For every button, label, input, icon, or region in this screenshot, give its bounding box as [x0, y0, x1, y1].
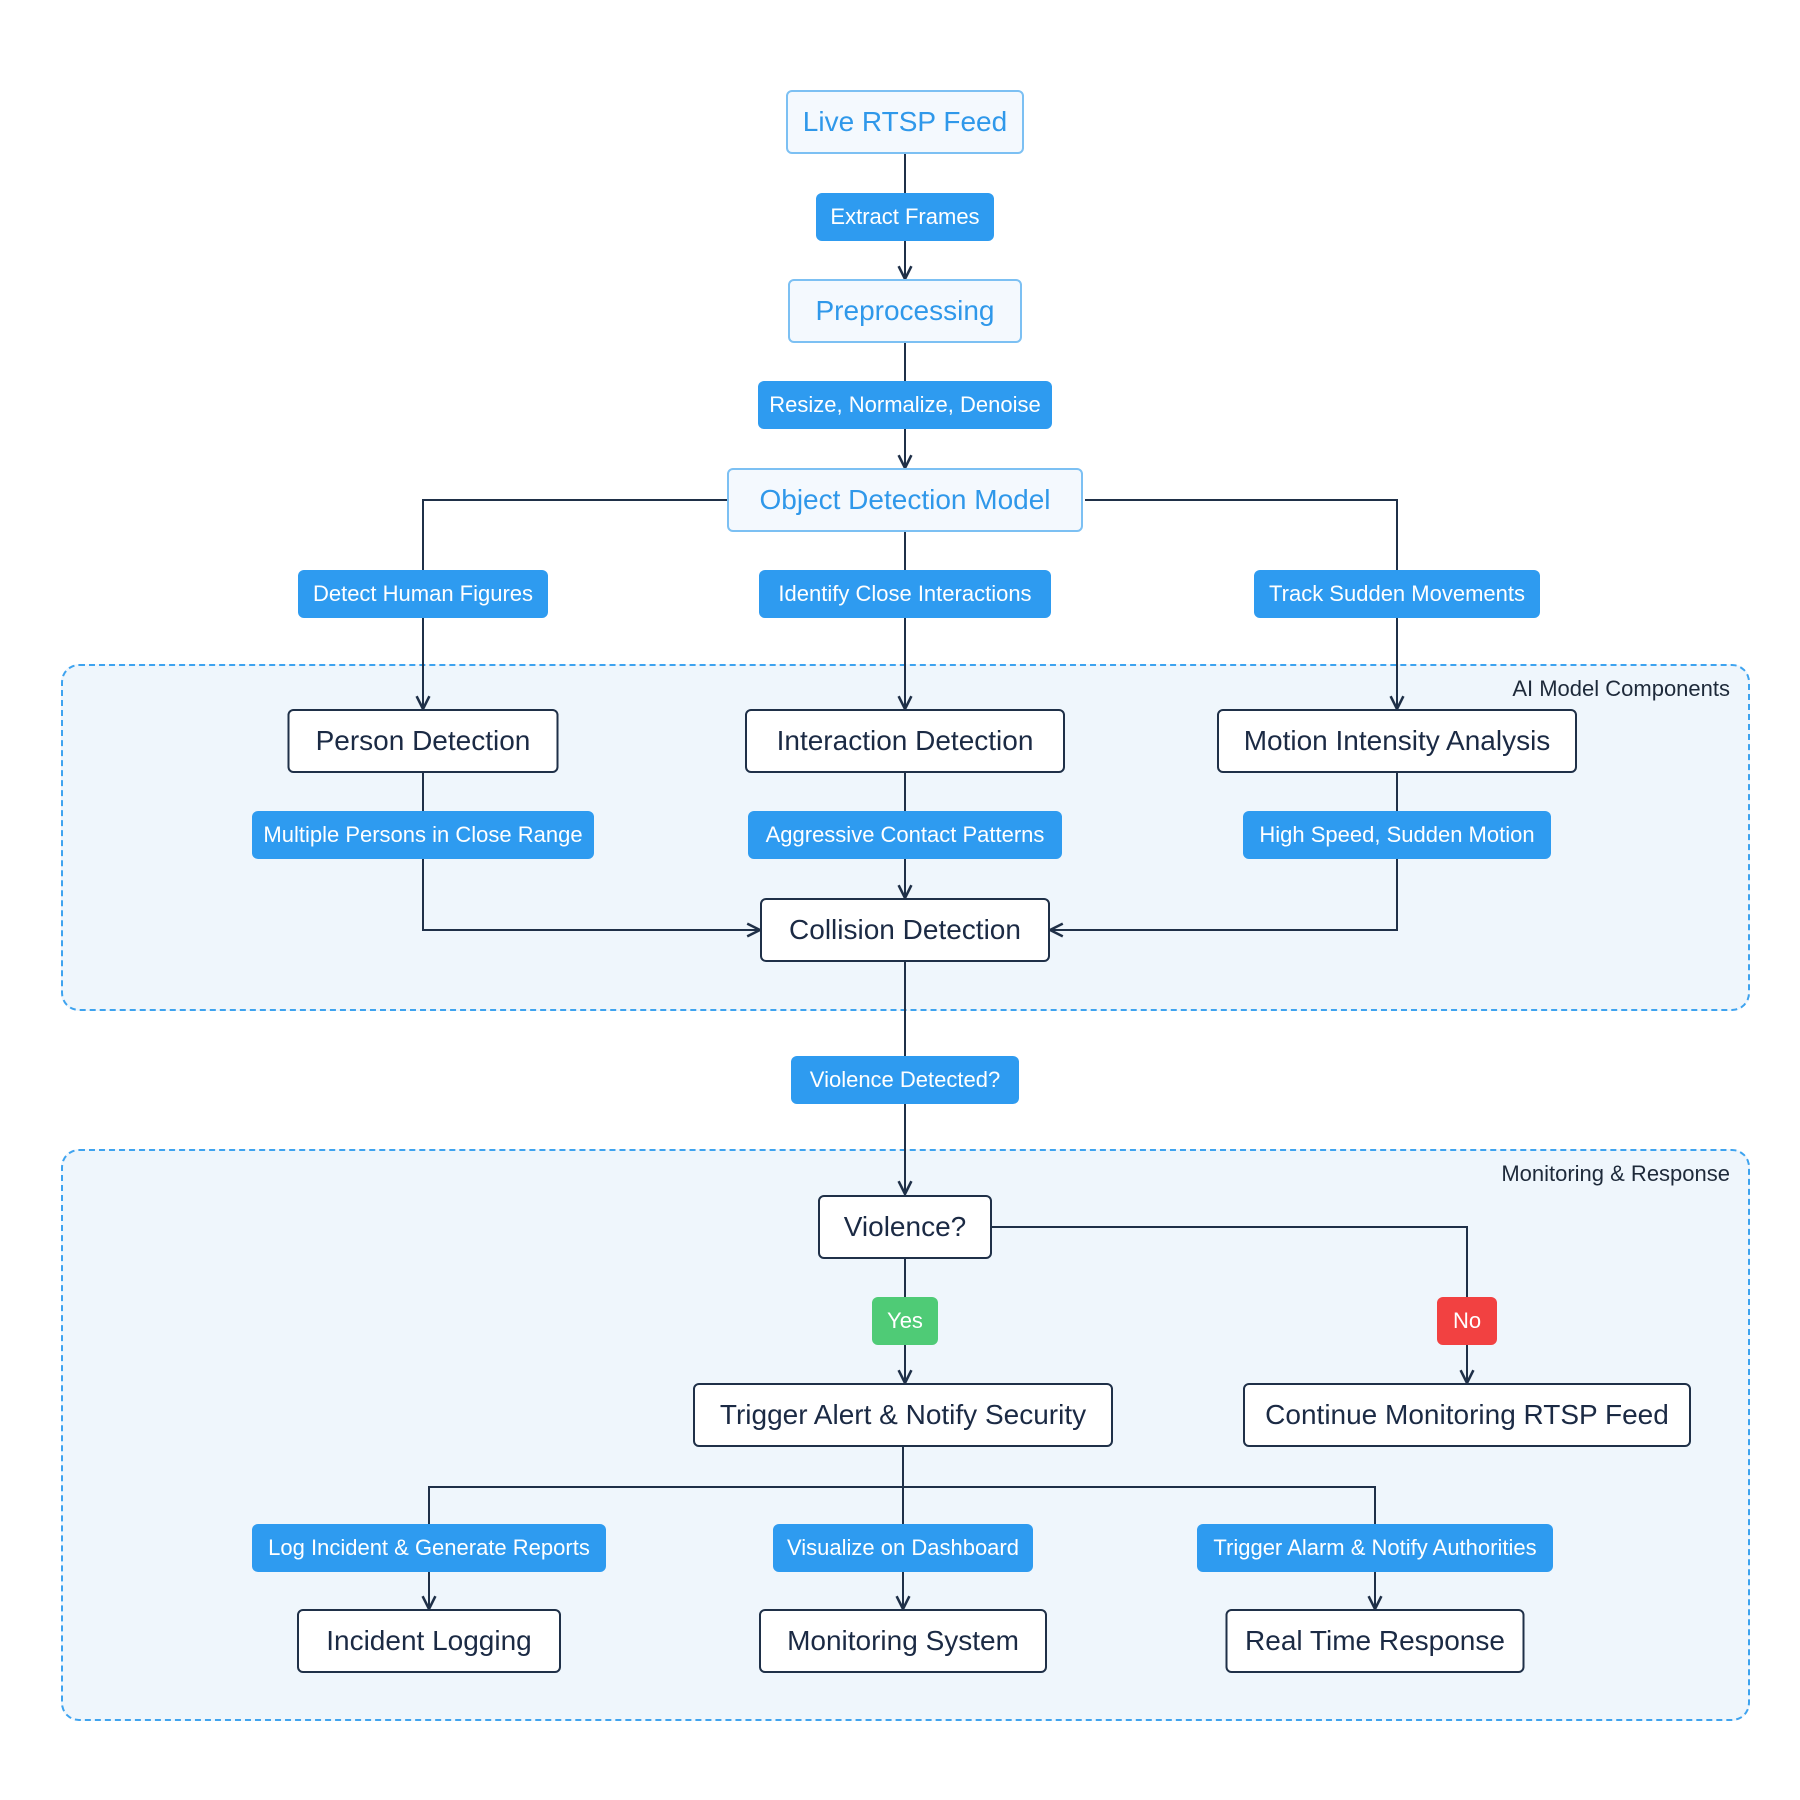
- label-violence-detected: Violence Detected?: [791, 1056, 1019, 1104]
- node-live-rtsp-feed[interactable]: Live RTSP Feed: [786, 90, 1024, 154]
- node-monitoring-system[interactable]: Monitoring System: [759, 1609, 1047, 1673]
- node-violence-decision[interactable]: Violence?: [818, 1195, 992, 1259]
- group-label-monitoring-response: Monitoring & Response: [1501, 1161, 1730, 1186]
- label-extract-frames: Extract Frames: [816, 193, 994, 241]
- node-trigger-alert[interactable]: Trigger Alert & Notify Security: [693, 1383, 1113, 1447]
- node-preprocessing[interactable]: Preprocessing: [788, 279, 1022, 343]
- node-interaction-detection[interactable]: Interaction Detection: [745, 709, 1065, 773]
- label-high-speed-sudden-motion: High Speed, Sudden Motion: [1243, 811, 1551, 859]
- label-no: No: [1437, 1297, 1497, 1345]
- edge-model-to-person: [423, 499, 727, 709]
- node-real-time-response[interactable]: Real Time Response: [1225, 1609, 1525, 1673]
- label-track-sudden-movements: Track Sudden Movements: [1254, 570, 1540, 618]
- label-visualize-on-dashboard: Visualize on Dashboard: [773, 1524, 1033, 1572]
- edge-model-to-motion: [1085, 499, 1397, 709]
- label-identify-close-interactions: Identify Close Interactions: [759, 570, 1051, 618]
- label-trigger-alarm-notify-authorities: Trigger Alarm & Notify Authorities: [1197, 1524, 1553, 1572]
- label-aggressive-contact-patterns: Aggressive Contact Patterns: [748, 811, 1062, 859]
- label-resize-normalize-denoise: Resize, Normalize, Denoise: [758, 381, 1052, 429]
- node-motion-intensity-analysis[interactable]: Motion Intensity Analysis: [1217, 709, 1577, 773]
- node-incident-logging[interactable]: Incident Logging: [297, 1609, 561, 1673]
- edge-violence-no: [992, 1226, 1467, 1383]
- label-multiple-persons-close-range: Multiple Persons in Close Range: [252, 811, 594, 859]
- group-label-ai-model-components: AI Model Components: [1512, 676, 1730, 701]
- label-log-incident-generate-reports: Log Incident & Generate Reports: [252, 1524, 606, 1572]
- label-yes: Yes: [872, 1297, 938, 1345]
- node-continue-monitoring[interactable]: Continue Monitoring RTSP Feed: [1243, 1383, 1691, 1447]
- node-object-detection-model[interactable]: Object Detection Model: [727, 468, 1083, 532]
- label-detect-human-figures: Detect Human Figures: [298, 570, 548, 618]
- node-person-detection[interactable]: Person Detection: [287, 709, 559, 773]
- node-collision-detection[interactable]: Collision Detection: [760, 898, 1050, 962]
